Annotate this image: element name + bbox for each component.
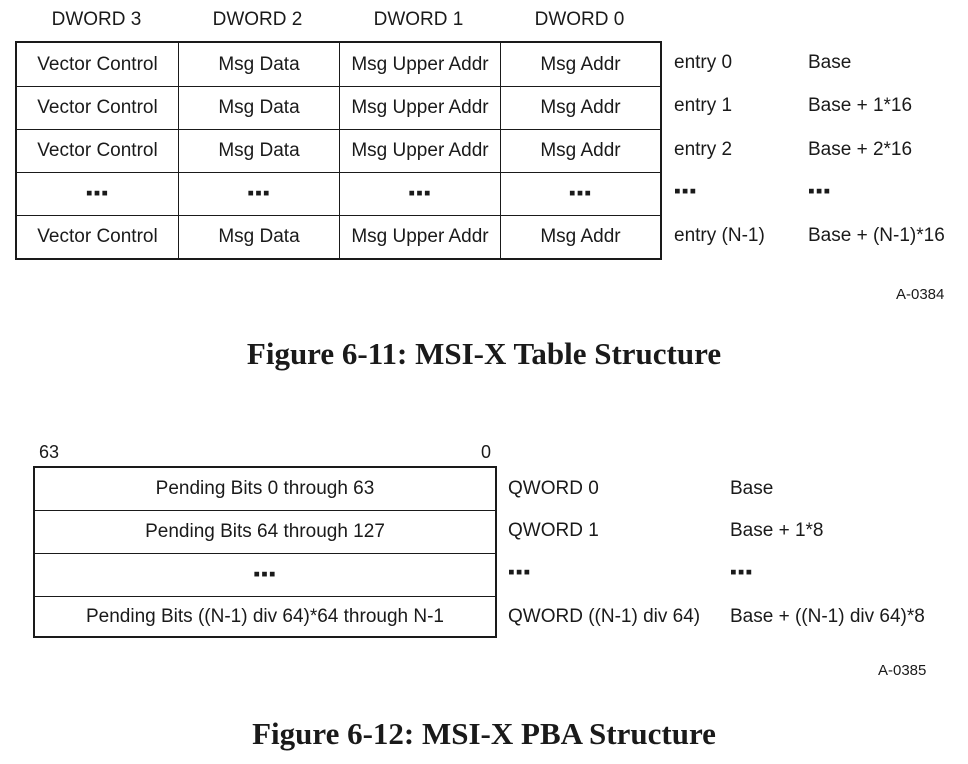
offset-label: Base + 2*16 bbox=[808, 139, 913, 160]
table-row: Vector Control Msg Data Msg Upper Addr M… bbox=[17, 86, 660, 129]
pba-row: Pending Bits 0 through 63 bbox=[35, 468, 495, 510]
msg-data-cell: Msg Data bbox=[178, 43, 339, 86]
ellipsis-cell: ▪▪▪ bbox=[253, 564, 277, 585]
pending-bits-cell: Pending Bits ((N-1) div 64)*64 through N… bbox=[85, 605, 444, 627]
qword-ellipsis: ▪▪▪ bbox=[508, 562, 532, 583]
entry-label: entry 1 bbox=[674, 95, 733, 116]
msg-upper-addr-cell: Msg Upper Addr bbox=[339, 216, 500, 258]
table-row: Vector Control Msg Data Msg Upper Addr M… bbox=[17, 43, 660, 86]
table-row: Vector Control Msg Data Msg Upper Addr M… bbox=[17, 215, 660, 258]
offset-label: Base bbox=[730, 478, 774, 499]
pba-row: Pending Bits ((N-1) div 64)*64 through N… bbox=[35, 596, 495, 636]
pending-bits-cell: Pending Bits 64 through 127 bbox=[145, 521, 385, 542]
entry-ellipsis: ▪▪▪ bbox=[674, 181, 698, 202]
bit-0-label: 0 bbox=[481, 442, 492, 462]
table-row-ellipsis: ▪▪▪ ▪▪▪ ▪▪▪ ▪▪▪ bbox=[17, 172, 660, 215]
qword-label: QWORD ((N-1) div 64) bbox=[508, 606, 701, 627]
dword2-header: DWORD 2 bbox=[212, 9, 303, 30]
offset-label: Base + (N-1)*16 bbox=[808, 225, 945, 246]
offset-ellipsis: ▪▪▪ bbox=[730, 562, 754, 583]
figure-caption: Figure 6-11: MSI-X Table Structure bbox=[246, 336, 722, 371]
figure-caption: Figure 6-12: MSI-X PBA Structure bbox=[252, 716, 716, 751]
dword1-header: DWORD 1 bbox=[373, 9, 464, 30]
msix-table-grid: Vector Control Msg Data Msg Upper Addr M… bbox=[15, 41, 662, 260]
pba-row-ellipsis: ▪▪▪ bbox=[35, 553, 495, 596]
entry-label: entry 2 bbox=[674, 139, 733, 160]
pba-row: Pending Bits 64 through 127 bbox=[35, 510, 495, 553]
qword-label: QWORD 1 bbox=[508, 520, 599, 541]
entry-label: entry 0 bbox=[674, 52, 733, 73]
ellipsis-cell: ▪▪▪ bbox=[339, 173, 500, 215]
msg-data-cell: Msg Data bbox=[178, 216, 339, 258]
vector-control-cell: Vector Control bbox=[37, 97, 158, 118]
msg-data-cell: Msg Data bbox=[178, 87, 339, 129]
msg-upper-addr-cell: Msg Upper Addr bbox=[339, 130, 500, 172]
figure-id: A-0385 bbox=[878, 662, 927, 679]
dword3-header: DWORD 3 bbox=[51, 9, 142, 30]
figure-id: A-0384 bbox=[896, 286, 945, 303]
pending-bits-cell: Pending Bits 0 through 63 bbox=[155, 478, 375, 499]
msg-data-cell: Msg Data bbox=[178, 130, 339, 172]
ellipsis-cell: ▪▪▪ bbox=[85, 183, 110, 204]
pba-grid: Pending Bits 0 through 63 Pending Bits 6… bbox=[33, 466, 497, 638]
vector-control-cell: Vector Control bbox=[37, 53, 158, 75]
offset-ellipsis: ▪▪▪ bbox=[808, 181, 832, 202]
dword0-header: DWORD 0 bbox=[534, 9, 625, 30]
offset-label: Base + 1*16 bbox=[808, 95, 913, 116]
offset-label: Base + 1*8 bbox=[730, 520, 824, 541]
table-row: Vector Control Msg Data Msg Upper Addr M… bbox=[17, 129, 660, 172]
ellipsis-cell: ▪▪▪ bbox=[178, 173, 339, 215]
ellipsis-cell: ▪▪▪ bbox=[500, 173, 660, 215]
vector-control-cell: Vector Control bbox=[37, 226, 158, 247]
msg-addr-cell: Msg Addr bbox=[500, 216, 660, 258]
entry-label: entry (N-1) bbox=[674, 225, 765, 246]
offset-label: Base bbox=[808, 52, 852, 73]
offset-label: Base + ((N-1) div 64)*8 bbox=[730, 606, 925, 627]
msg-upper-addr-cell: Msg Upper Addr bbox=[339, 87, 500, 129]
qword-label: QWORD 0 bbox=[508, 478, 599, 499]
msg-addr-cell: Msg Addr bbox=[500, 130, 660, 172]
msg-addr-cell: Msg Addr bbox=[500, 43, 660, 86]
vector-control-cell: Vector Control bbox=[37, 140, 158, 161]
msg-upper-addr-cell: Msg Upper Addr bbox=[339, 43, 500, 86]
bit-63-label: 63 bbox=[39, 442, 60, 462]
msg-addr-cell: Msg Addr bbox=[500, 87, 660, 129]
